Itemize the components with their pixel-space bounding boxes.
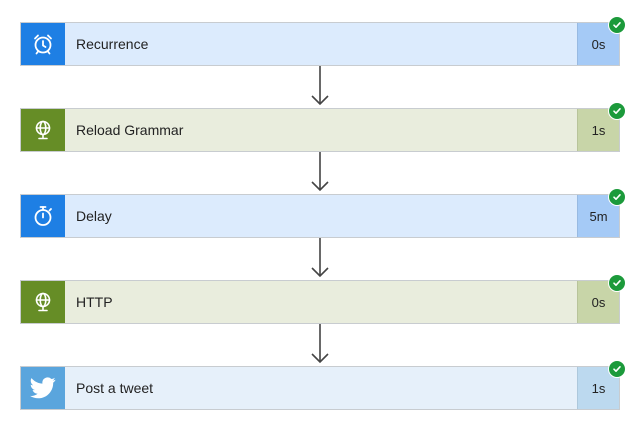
step-delay[interactable]: Delay 5m	[20, 188, 626, 238]
stopwatch-icon	[21, 195, 65, 237]
step-label: Recurrence	[76, 36, 149, 52]
twitter-bird-icon	[21, 367, 65, 409]
step-label: Reload Grammar	[76, 122, 184, 138]
step-label: Delay	[76, 208, 112, 224]
connector-arrow-icon	[311, 324, 329, 364]
step-duration: 0s	[577, 23, 619, 65]
step-label: Post a tweet	[76, 380, 154, 396]
step-label: HTTP	[76, 294, 113, 310]
step-post-a-tweet[interactable]: Post a tweet 1s	[20, 360, 626, 410]
step-duration: 0s	[577, 281, 619, 323]
connector-arrow-icon	[311, 152, 329, 192]
connector-arrow-icon	[311, 66, 329, 106]
success-check-icon	[608, 274, 626, 292]
step-reload-grammar[interactable]: Reload Grammar 1s	[20, 102, 626, 152]
success-check-icon	[608, 188, 626, 206]
success-check-icon	[608, 102, 626, 120]
success-check-icon	[608, 16, 626, 34]
globe-icon	[21, 109, 65, 151]
connector-arrow-icon	[311, 238, 329, 278]
globe-icon	[21, 281, 65, 323]
alarm-clock-icon	[21, 23, 65, 65]
success-check-icon	[608, 360, 626, 378]
step-http[interactable]: HTTP 0s	[20, 274, 626, 324]
step-recurrence[interactable]: Recurrence 0s	[20, 16, 626, 66]
step-duration: 1s	[577, 367, 619, 409]
